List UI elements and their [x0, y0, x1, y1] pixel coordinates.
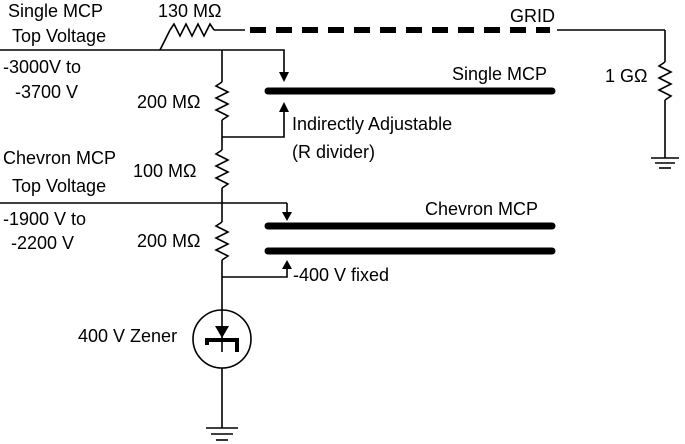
single-range-line1: -3000V to: [3, 57, 82, 77]
chevron-top-label-line1: Chevron MCP: [3, 148, 117, 168]
chevron-bottom-feed: [222, 268, 288, 278]
chevron-top-label-line2: Top Voltage: [12, 176, 107, 196]
resistor-200m-bottom-label: 200 MΩ: [137, 231, 201, 251]
chevron-bottom-arrow: [282, 260, 292, 269]
chevron-top-arrow: [282, 212, 292, 221]
chevron-mcp-plate-label: Chevron MCP: [425, 199, 539, 219]
indirect-label-line2: (R divider): [292, 142, 376, 162]
resistor-130m: [169, 22, 215, 38]
single-mcp-bottom-arrow: [279, 102, 289, 112]
wire-to-130m: [159, 29, 171, 51]
resistor-1g-label: 1 GΩ: [605, 66, 648, 86]
zener-bar: [205, 338, 239, 352]
chevron-range-line1: -1900 V to: [3, 209, 87, 229]
resistor-200m-bottom: [214, 221, 230, 261]
single-range-line2: -3700 V: [15, 82, 79, 102]
fixed-400v-label: -400 V fixed: [293, 265, 390, 285]
resistor-1g: [657, 61, 673, 101]
single-mcp-top-label-line2: Top Voltage: [12, 26, 107, 46]
resistor-130m-label: 130 MΩ: [158, 1, 222, 21]
resistor-200m-top-label: 200 MΩ: [137, 92, 201, 112]
indirect-label-line1: Indirectly Adjustable: [292, 114, 453, 134]
single-mcp-top-label-line1: Single MCP: [8, 1, 104, 21]
single-mcp-bottom-feed: [222, 110, 285, 138]
zener-label: 400 V Zener: [78, 326, 178, 346]
single-mcp-top-feed: [222, 49, 285, 74]
grid-label: GRID: [510, 6, 555, 26]
resistor-200m-top: [214, 81, 230, 121]
resistor-100m: [214, 149, 230, 189]
resistor-100m-label: 100 MΩ: [133, 161, 197, 181]
chevron-range-line2: -2200 V: [11, 233, 75, 253]
single-mcp-top-arrow: [279, 72, 289, 82]
zener-triangle: [215, 326, 229, 338]
single-mcp-plate-label: Single MCP: [452, 64, 548, 84]
